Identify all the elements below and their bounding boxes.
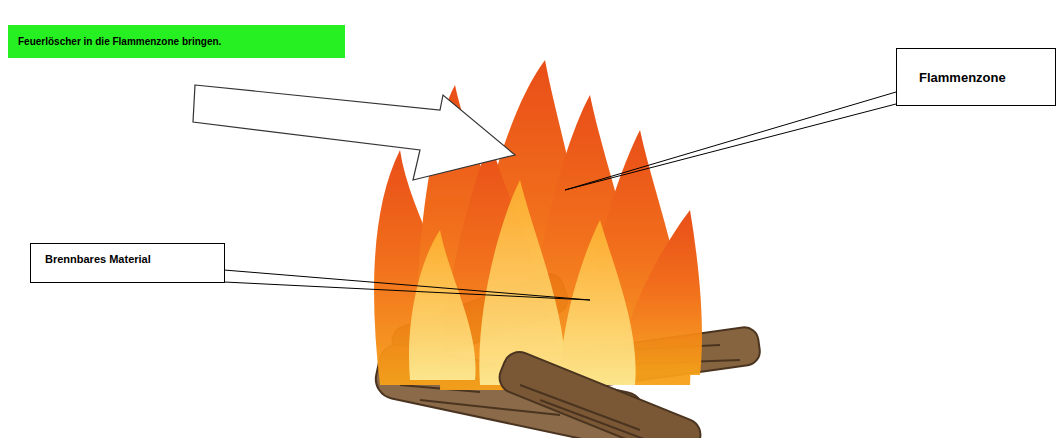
leader-line (224, 92, 896, 300)
log-front (495, 347, 705, 438)
label-text: Brennbares Material (45, 253, 224, 265)
label-text: Flammenzone (919, 70, 1055, 85)
instruction-box: Feuerlöscher in die Flammenzone bringen. (8, 25, 345, 58)
label-text: Feuerlöscher in die Flammenzone bringen. (18, 36, 335, 47)
direction-arrow (193, 85, 515, 180)
callout-box: Flammenzone (896, 48, 1056, 106)
callout-box: Brennbares Material (30, 243, 225, 283)
